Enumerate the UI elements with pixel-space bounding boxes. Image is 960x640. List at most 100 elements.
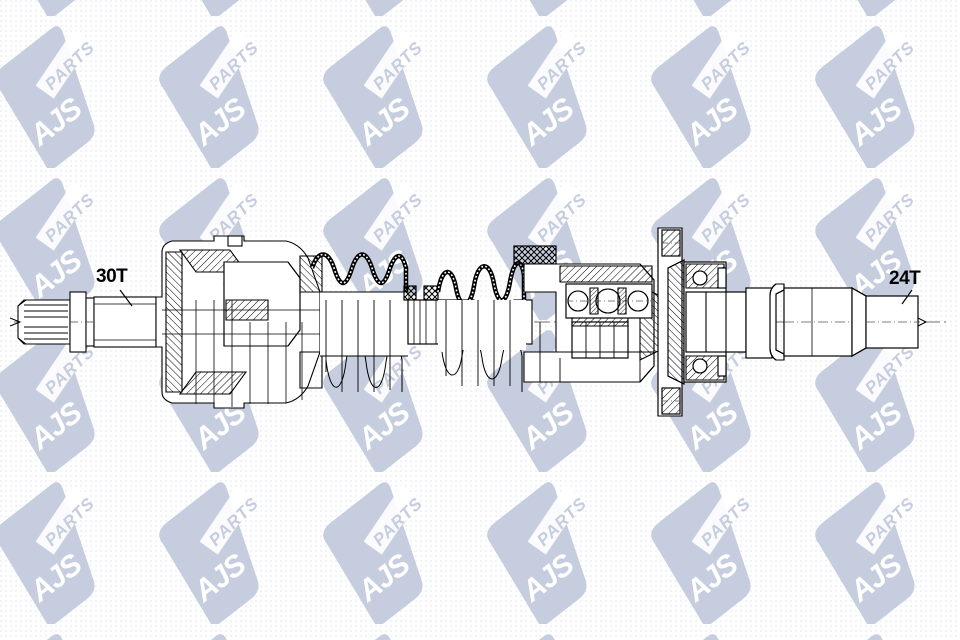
svg-text:PARTS: PARTS <box>205 494 262 550</box>
watermark-logo: AJS PARTS <box>144 170 294 320</box>
svg-text:PARTS: PARTS <box>533 38 590 94</box>
watermark-logo: AJS PARTS <box>144 474 294 624</box>
watermark-logo: AJS PARTS <box>0 170 130 320</box>
svg-text:AJS: AJS <box>515 92 581 153</box>
svg-text:AJS: AJS <box>515 396 581 457</box>
svg-text:PARTS: PARTS <box>41 494 98 550</box>
label-right-spline-count: 24T <box>889 268 921 289</box>
svg-text:AJS: AJS <box>843 548 909 609</box>
label-left-spline-count: 30T <box>96 266 128 287</box>
svg-text:PARTS: PARTS <box>697 190 754 246</box>
svg-text:AJS: AJS <box>679 0 745 1</box>
svg-text:PARTS: PARTS <box>861 38 918 94</box>
svg-text:PARTS: PARTS <box>697 38 754 94</box>
svg-text:PARTS: PARTS <box>205 342 262 398</box>
watermark-logo: AJS PARTS <box>472 170 622 320</box>
svg-text:AJS: AJS <box>23 92 89 153</box>
watermark-logo: AJS PARTS <box>0 18 130 168</box>
watermark-logo: AJS PARTS <box>636 170 786 320</box>
watermark-logo: AJS PARTS <box>472 474 622 624</box>
watermark-logo: AJS PARTS <box>800 626 950 640</box>
watermark-logo: AJS PARTS <box>472 0 622 16</box>
watermark-logo: AJS PARTS <box>472 322 622 472</box>
svg-text:PARTS: PARTS <box>41 38 98 94</box>
watermark-logo: AJS PARTS <box>800 18 950 168</box>
svg-text:AJS: AJS <box>679 92 745 153</box>
svg-text:AJS: AJS <box>23 548 89 609</box>
watermark-logo: AJS PARTS <box>800 170 950 320</box>
watermark-logo: AJS PARTS <box>636 322 786 472</box>
svg-text:AJS: AJS <box>187 92 253 153</box>
svg-text:AJS: AJS <box>679 244 745 305</box>
svg-text:PARTS: PARTS <box>369 342 426 398</box>
watermark-logo: AJS PARTS <box>636 626 786 640</box>
svg-text:AJS: AJS <box>515 548 581 609</box>
watermark-logo: AJS PARTS <box>144 626 294 640</box>
svg-text:AJS: AJS <box>351 244 417 305</box>
svg-text:PARTS: PARTS <box>861 342 918 398</box>
svg-text:AJS: AJS <box>843 92 909 153</box>
watermark-logo: AJS PARTS <box>800 474 950 624</box>
watermark-logo: AJS PARTS <box>144 322 294 472</box>
svg-text:AJS: AJS <box>351 92 417 153</box>
svg-text:AJS: AJS <box>351 548 417 609</box>
svg-text:PARTS: PARTS <box>861 494 918 550</box>
svg-text:AJS: AJS <box>843 396 909 457</box>
svg-text:AJS: AJS <box>187 0 253 1</box>
watermark-logo: AJS PARTS <box>800 0 950 16</box>
svg-text:AJS: AJS <box>187 244 253 305</box>
svg-text:AJS: AJS <box>187 548 253 609</box>
svg-text:PARTS: PARTS <box>697 494 754 550</box>
watermark-logo: AJS PARTS <box>800 322 950 472</box>
watermark-logo: AJS PARTS <box>0 474 130 624</box>
svg-text:AJS: AJS <box>843 0 909 1</box>
svg-text:AJS: AJS <box>23 396 89 457</box>
watermark-logo: AJS PARTS <box>0 626 130 640</box>
svg-text:PARTS: PARTS <box>41 190 98 246</box>
svg-text:PARTS: PARTS <box>533 342 590 398</box>
label-leaders <box>119 289 913 307</box>
watermark-logo: AJS PARTS <box>308 626 458 640</box>
svg-text:PARTS: PARTS <box>369 494 426 550</box>
svg-text:AJS: AJS <box>515 244 581 305</box>
svg-text:PARTS: PARTS <box>205 190 262 246</box>
svg-text:PARTS: PARTS <box>369 190 426 246</box>
svg-text:PARTS: PARTS <box>861 190 918 246</box>
outer-shaft-neck <box>93 296 157 348</box>
svg-text:AJS: AJS <box>679 548 745 609</box>
outer-cv-joint <box>155 235 323 409</box>
watermark-logo: AJS PARTS <box>308 170 458 320</box>
watermark-logo: AJS PARTS <box>308 18 458 168</box>
svg-text:AJS: AJS <box>187 396 253 457</box>
outer-stub-spline <box>9 299 71 345</box>
svg-text:PARTS: PARTS <box>205 38 262 94</box>
watermark-logo: AJS PARTS <box>472 626 622 640</box>
svg-text:PARTS: PARTS <box>533 494 590 550</box>
watermark-logo: AJS PARTS <box>0 0 130 16</box>
svg-text:PARTS: PARTS <box>41 342 98 398</box>
watermark-logo: AJS PARTS <box>308 0 458 16</box>
inner-stub-spline <box>769 283 928 361</box>
svg-text:AJS: AJS <box>679 396 745 457</box>
outer-boot <box>309 252 417 392</box>
watermark-logo: AJS PARTS <box>308 322 458 472</box>
svg-text:AJS: AJS <box>515 0 581 1</box>
svg-text:PARTS: PARTS <box>533 190 590 246</box>
retaining-shoulder <box>69 291 95 353</box>
svg-text:AJS: AJS <box>351 0 417 1</box>
svg-text:PARTS: PARTS <box>369 38 426 94</box>
watermark-logo: AJS PARTS <box>308 474 458 624</box>
inner-boot <box>423 261 527 392</box>
watermark-logo: AJS PARTS <box>636 474 786 624</box>
watermark-logo: AJS PARTS <box>472 18 622 168</box>
watermark-logo: AJS PARTS <box>144 18 294 168</box>
svg-text:PARTS: PARTS <box>697 342 754 398</box>
inner-tripod-joint <box>513 245 661 383</box>
watermark-logo: AJS PARTS <box>636 18 786 168</box>
intermediate-shaft <box>407 299 533 345</box>
svg-text:AJS: AJS <box>23 0 89 1</box>
svg-text:AJS: AJS <box>23 244 89 305</box>
